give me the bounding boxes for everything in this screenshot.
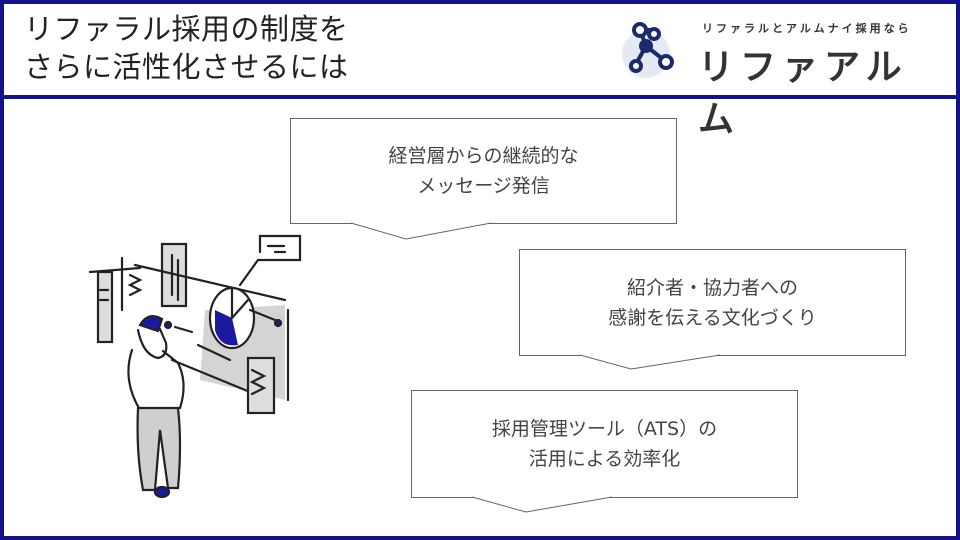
brand-logo: リファラルとアルムナイ採用なら リファアルム [620,16,930,140]
person-viewing-charts-illustration [88,234,302,499]
callout-text: 採用管理ツール（ATS）の [491,418,718,440]
logo-network-icon [622,22,674,78]
callout-text: 経営層からの継続的な [388,145,579,167]
callout-pointer [471,496,613,513]
logo-tagline: リファラルとアルムナイ採用なら [702,22,912,35]
callout-text: 感謝を伝える文化づくり [608,306,817,329]
callout-gratitude-culture: 紹介者・協力者への 感謝を伝える文化づくり [519,249,906,370]
callout-ats-usage: 採用管理ツール（ATS）の 活用による効率化 [411,390,798,513]
title-line-2: さらに活性化させるには [24,50,349,84]
slide-title: リファラル採用の制度を さらに活性化させるには [24,10,349,86]
title-line-1: リファラル採用の制度を [24,12,349,46]
logo-name: リファアルム [698,47,908,140]
header-divider [0,95,960,99]
callout-text: 紹介者・協力者への [626,276,798,299]
callout-pointer [350,222,492,240]
callout-text: メッセージ発信 [417,175,550,197]
callout-pointer [579,354,721,370]
callout-executive-message: 経営層からの継続的な メッセージ発信 [290,118,677,240]
callout-text: 活用による効率化 [528,448,681,470]
